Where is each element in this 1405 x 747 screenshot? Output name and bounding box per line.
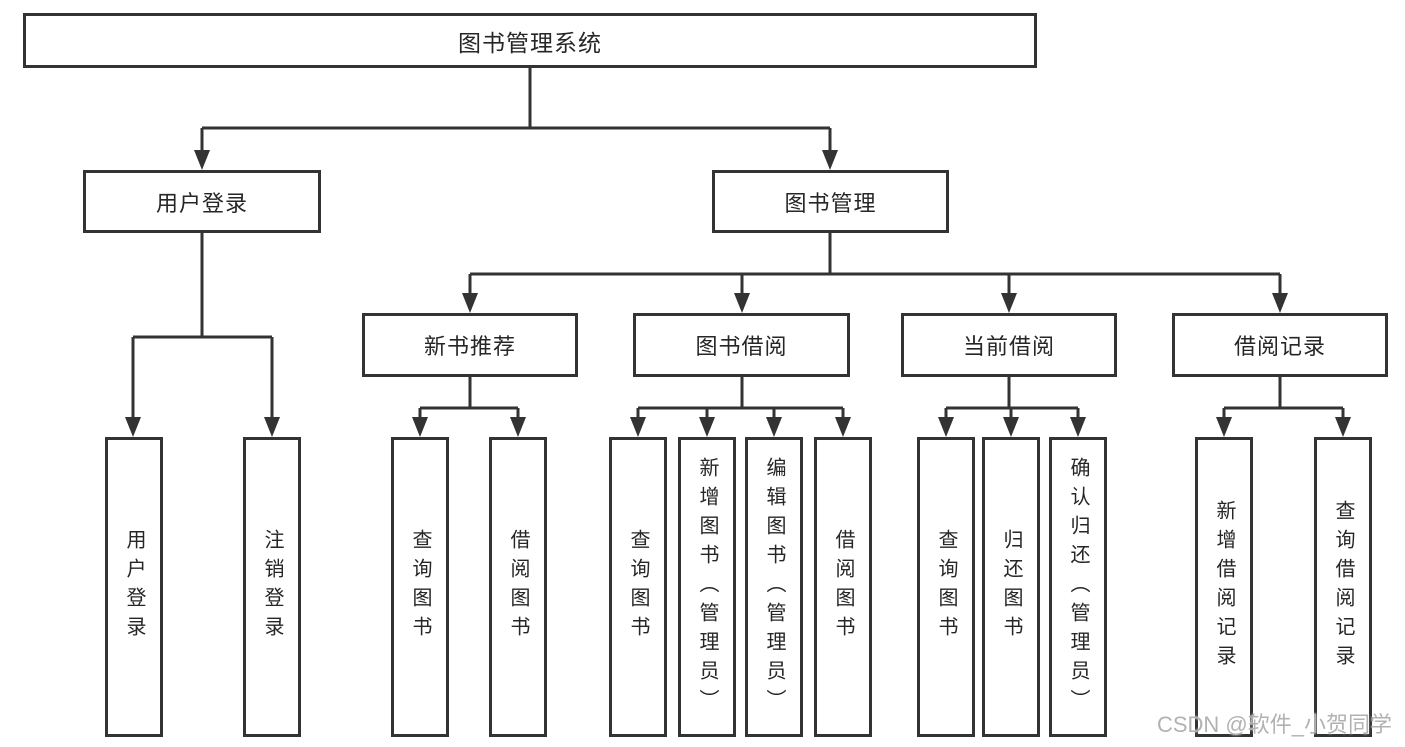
connector-root-to-level2 xyxy=(194,68,838,170)
leaf-confirm-return-admin: 确认归还（管理员） xyxy=(1049,437,1107,737)
connector-current-borrow-to-leaves xyxy=(938,377,1086,437)
leaf-query-borrow-record: 查询借阅记录 xyxy=(1314,437,1372,737)
node-label: 当前借阅 xyxy=(962,334,1055,359)
node-label: 注销登录 xyxy=(261,529,283,645)
node-label: 编辑图书（管理员） xyxy=(763,456,785,718)
leaf-return-book: 归还图书 xyxy=(982,437,1040,737)
connector-book-borrow-to-leaves xyxy=(630,377,851,437)
node-label: 新增借阅记录 xyxy=(1213,500,1235,674)
node-user-login: 用户登录 xyxy=(83,170,321,233)
node-label: 查询图书 xyxy=(627,529,649,645)
csdn-watermark: CSDN @软件_小贺同学 xyxy=(1156,712,1392,737)
node-label: 新增图书（管理员） xyxy=(696,456,718,718)
node-label: 借阅图书 xyxy=(507,529,529,645)
node-book-management: 图书管理 xyxy=(712,170,949,233)
node-label: 用户登录 xyxy=(155,190,248,216)
node-new-book-recommend: 新书推荐 xyxy=(362,313,578,377)
leaf-borrow-book: 借阅图书 xyxy=(814,437,872,737)
node-book-borrow: 图书借阅 xyxy=(633,313,850,377)
node-label: 查询借阅记录 xyxy=(1332,500,1354,674)
node-label: 确认归还（管理员） xyxy=(1067,456,1089,718)
node-system-root: 图书管理系统 xyxy=(23,13,1037,68)
leaf-borrow-query-book: 查询图书 xyxy=(609,437,667,737)
leaf-current-query-book: 查询图书 xyxy=(917,437,975,737)
node-label: 图书管理 xyxy=(784,190,877,216)
leaf-logout: 注销登录 xyxy=(243,437,301,737)
node-label: 借阅图书 xyxy=(832,529,854,645)
leaf-user-login: 用户登录 xyxy=(105,437,163,737)
connector-book-management-to-level3 xyxy=(462,233,1288,313)
leaf-recommend-borrow-book: 借阅图书 xyxy=(489,437,547,737)
connector-user-login-to-leaves xyxy=(125,233,280,437)
connector-new-book-recommend-to-leaves xyxy=(412,377,526,437)
node-current-borrow: 当前借阅 xyxy=(901,313,1117,377)
leaf-edit-book-admin: 编辑图书（管理员） xyxy=(745,437,803,737)
node-label: 查询图书 xyxy=(409,529,431,645)
node-label: 用户登录 xyxy=(123,529,145,645)
node-label: 图书管理系统 xyxy=(458,29,602,56)
node-label: 查询图书 xyxy=(935,529,957,645)
node-label: 图书借阅 xyxy=(695,334,788,359)
leaf-add-borrow-record: 新增借阅记录 xyxy=(1195,437,1253,737)
connector-borrow-record-to-leaves xyxy=(1216,377,1351,437)
leaf-recommend-query-book: 查询图书 xyxy=(391,437,449,737)
node-borrow-record: 借阅记录 xyxy=(1172,313,1388,377)
node-label: 借阅记录 xyxy=(1233,334,1326,359)
node-label: 新书推荐 xyxy=(423,334,516,359)
node-label: 归还图书 xyxy=(1000,529,1022,645)
leaf-add-book-admin: 新增图书（管理员） xyxy=(678,437,736,737)
